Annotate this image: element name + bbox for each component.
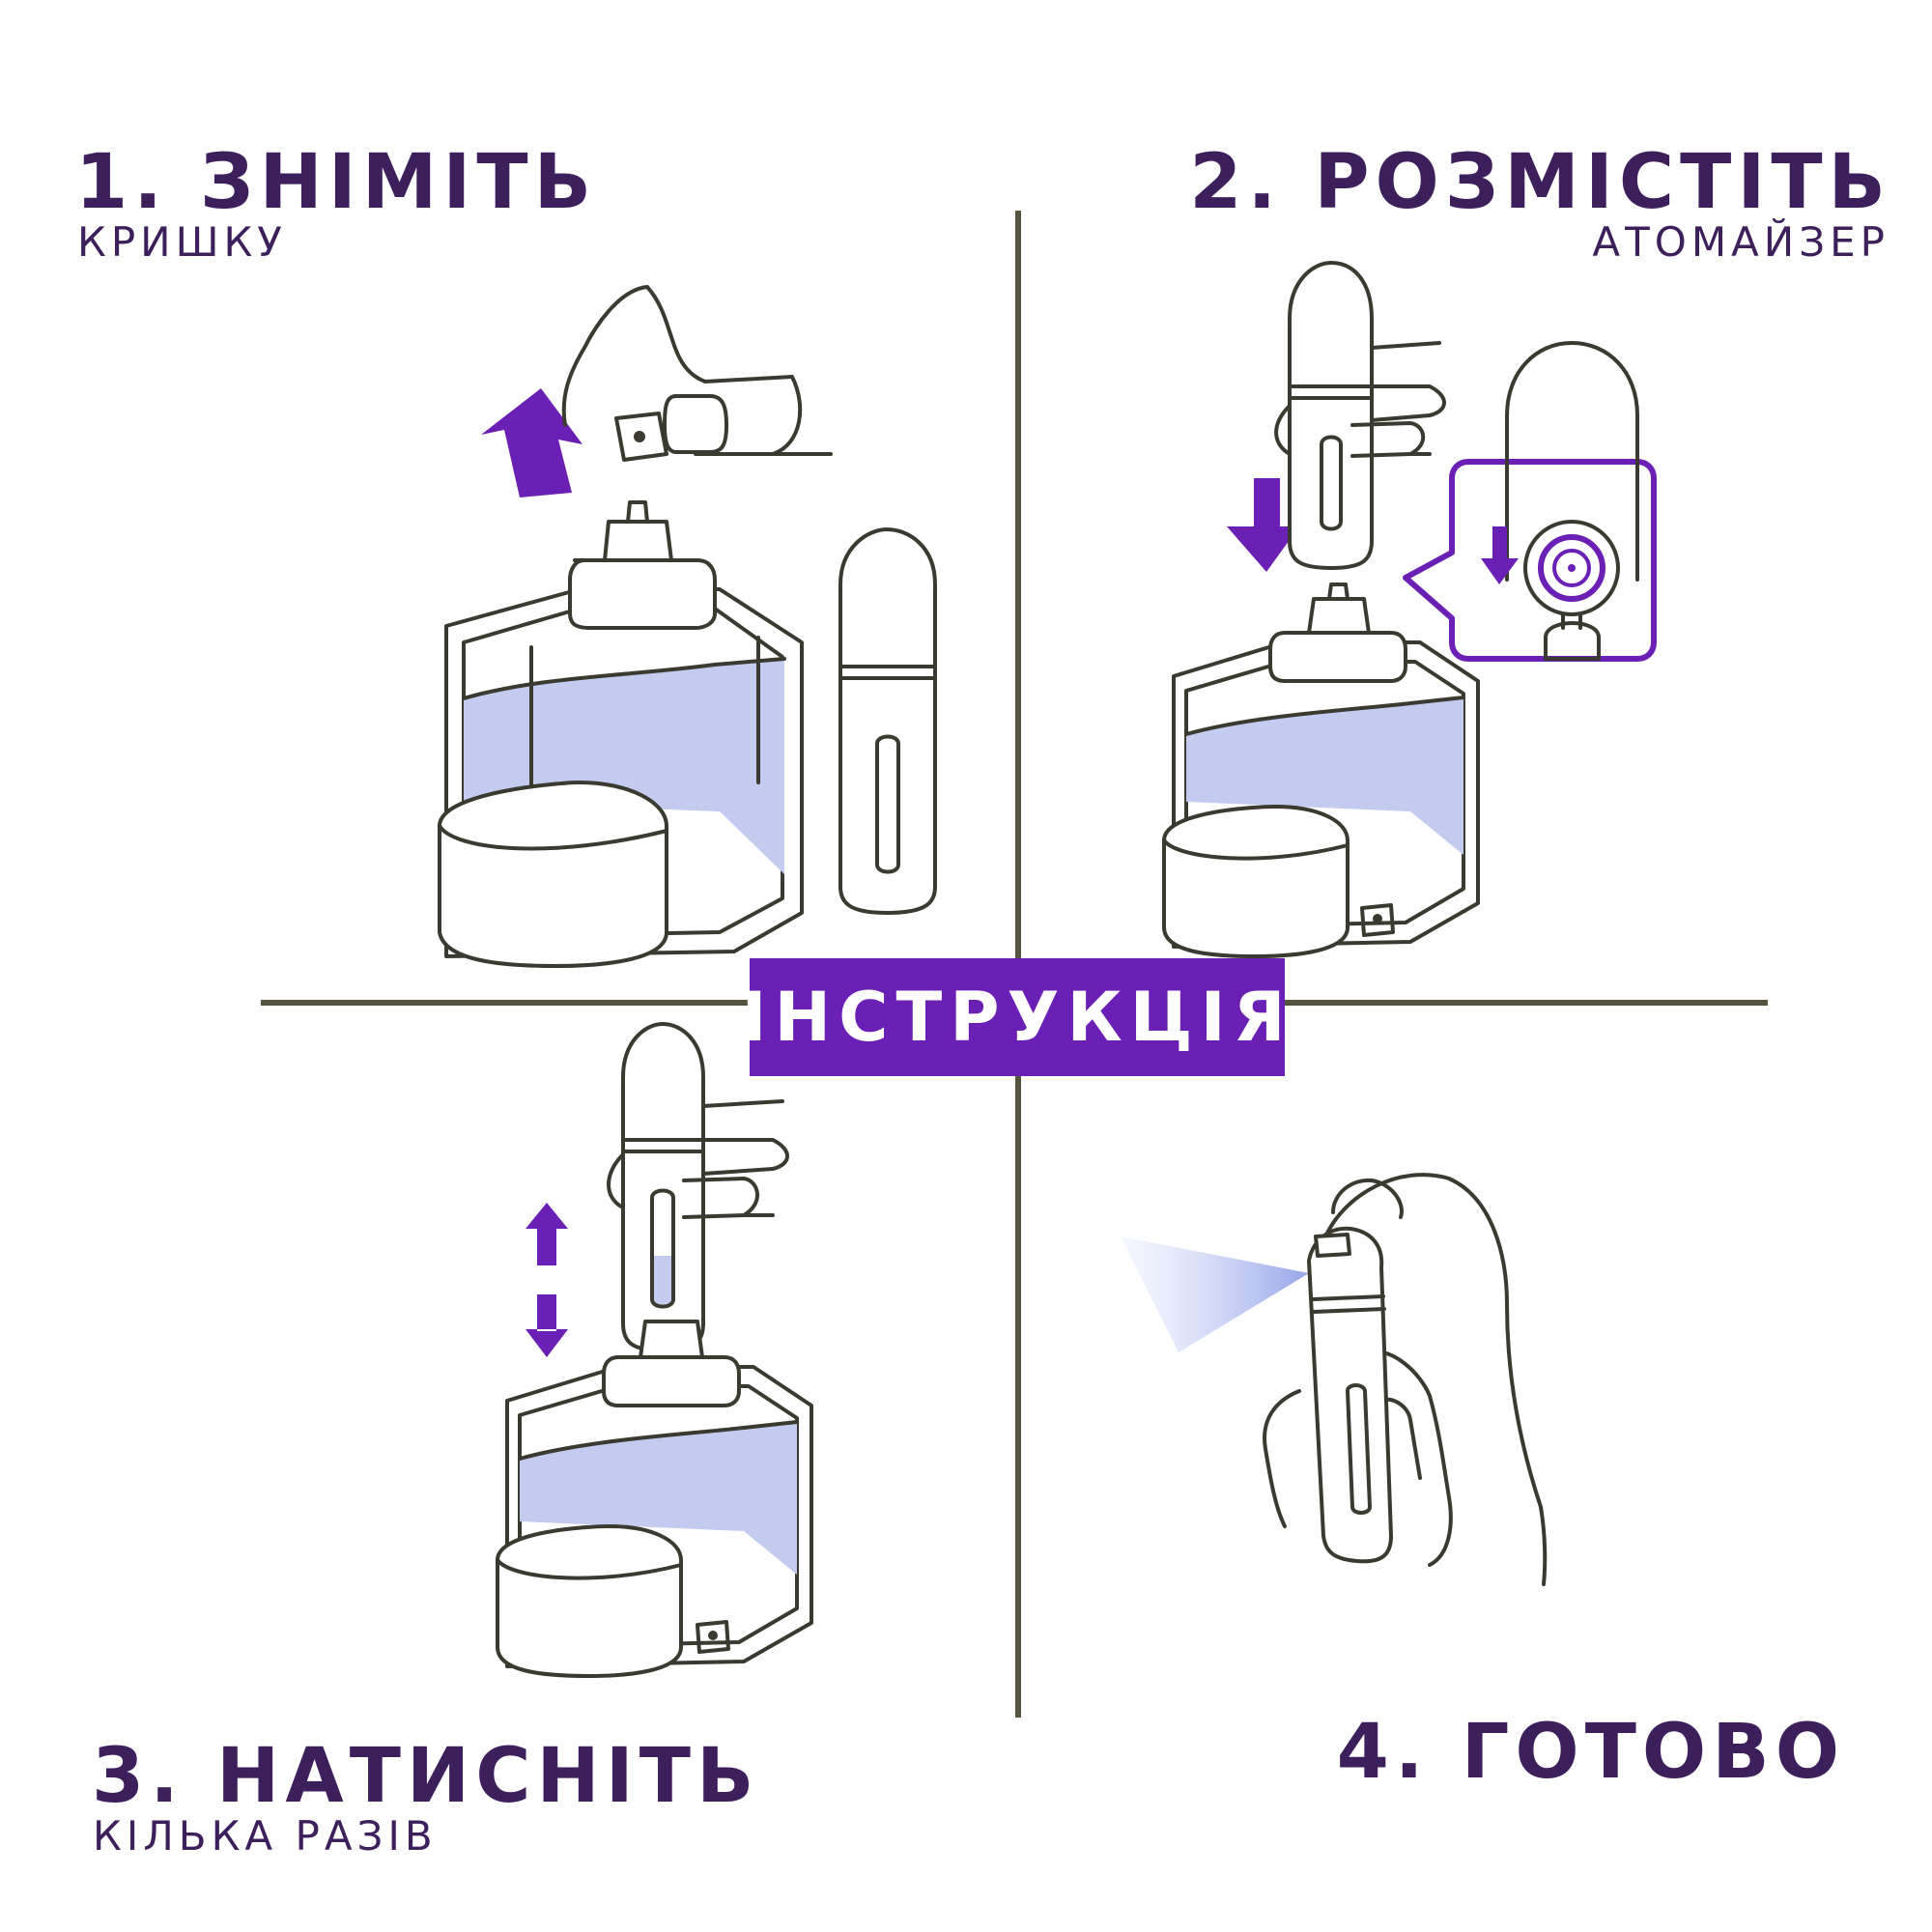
step1-illustration: [438, 285, 937, 968]
step2-subtitle: АТОМАЙЗЕР: [1592, 218, 1889, 266]
cap-icon: [696, 1620, 730, 1654]
atomizer-icon: [1288, 261, 1374, 570]
step2-illustration: [1162, 261, 1657, 958]
instruction-badge-label: ІНСТРУКЦІЯ: [741, 978, 1293, 1057]
hand-icon: [1274, 341, 1446, 458]
step1-title: 1. ЗНІМІТЬ: [75, 139, 598, 226]
arrow-up-icon: [481, 388, 582, 497]
spray-mist: [1121, 1236, 1309, 1352]
step1-subtitle: КРИШКУ: [77, 218, 287, 266]
cap-icon: [614, 412, 668, 462]
arrow-down-small-icon: [1481, 526, 1519, 584]
atomizer-icon: [838, 527, 937, 915]
step4-title: 4. ГОТОВО: [1336, 1709, 1845, 1796]
step3-illustration: [496, 1022, 813, 1678]
hand-icon: [1321, 1173, 1548, 1586]
step3-subtitle: КІЛЬКА РАЗІВ: [93, 1812, 438, 1860]
step2-title: 2. РОЗМІСТІТЬ: [1189, 139, 1891, 226]
instruction-badge: ІНСТРУКЦІЯ: [741, 958, 1286, 1076]
step4-illustration: [1121, 1173, 1548, 1586]
step3-title: 3. НАТИСНІТЬ: [92, 1733, 760, 1820]
cap-icon: [1360, 903, 1395, 937]
arrow-down-icon: [526, 1294, 568, 1357]
atomizer-icon: [1307, 1226, 1393, 1564]
hand-icon: [561, 285, 833, 456]
hand-icon: [607, 1099, 789, 1219]
arrow-up-icon: [526, 1203, 568, 1265]
arrow-down-icon: [1227, 478, 1299, 572]
